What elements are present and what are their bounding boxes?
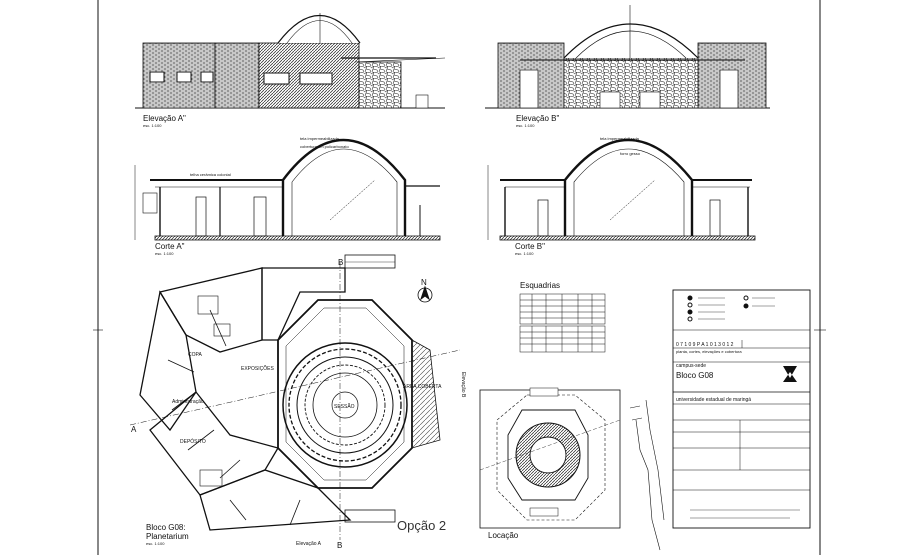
axis-b-label-bottom: B xyxy=(337,541,342,550)
svg-text:cobertura em policarbonato: cobertura em policarbonato xyxy=(300,144,349,149)
university-label: universidade estadual de maringá xyxy=(676,397,751,403)
block-label: Bloco G08 xyxy=(676,371,714,380)
plan-title: Bloco G08: xyxy=(146,523,186,532)
elevation-a: Elevação A" esc. 1:100 xyxy=(135,13,446,128)
room-copa: COPA xyxy=(188,352,202,358)
axis-a-label: A xyxy=(131,425,137,434)
plan-labels: EXPOSIÇÕES SESSÃO ÁREA COBERTA DEPÓSITO … xyxy=(131,258,466,550)
svg-text:esc. 1:100: esc. 1:100 xyxy=(155,251,174,256)
svg-text:forro gesso: forro gesso xyxy=(620,151,641,156)
svg-text:tela impermeabilizada: tela impermeabilizada xyxy=(300,136,340,141)
page-frame xyxy=(93,0,826,555)
room-administracao: Administração xyxy=(172,399,204,405)
esquadrias-table-2 xyxy=(519,325,606,353)
plan-subtitle: Planetarium xyxy=(146,532,189,541)
section-a-title: Corte A" xyxy=(155,242,185,251)
drawing-content: planta, cortes, elevações e cobertura xyxy=(676,349,742,354)
svg-text:tela impermeabilizada: tela impermeabilizada xyxy=(600,136,640,141)
option-label: Opção 2 xyxy=(397,518,446,533)
section-b-title: Corte B" xyxy=(515,242,545,251)
svg-text:esc. 1:100: esc. 1:100 xyxy=(516,123,535,128)
esquadrias-table-1 xyxy=(519,293,606,325)
section-a: tela impermeabilizada cobertura em polic… xyxy=(134,136,441,241)
drawing-code: 0 7 1 0 9 P A 1 0 1 3 0 1 2 xyxy=(676,342,734,348)
elevation-b-title: Elevação B" xyxy=(516,114,559,123)
elevation-b: Elevação B" esc. 1:100 xyxy=(485,5,770,128)
table-title: Esquadrias xyxy=(520,281,560,290)
elevation-b-marker: Elevação B xyxy=(460,372,466,398)
room-area-coberta: ÁREA COBERTA xyxy=(403,383,442,390)
room-deposito: DEPÓSITO xyxy=(180,438,206,445)
north-label: N xyxy=(421,278,427,287)
svg-text:esc. 1:100: esc. 1:100 xyxy=(143,123,162,128)
elevation-a-title: Elevação A" xyxy=(143,114,186,123)
location-title: Locação xyxy=(488,531,519,540)
location-plan xyxy=(479,387,665,551)
svg-text:esc. 1:100: esc. 1:100 xyxy=(515,251,534,256)
elevation-a-marker: Elevação A xyxy=(296,541,322,547)
svg-text:telha cerâmica colonial: telha cerâmica colonial xyxy=(190,172,231,177)
room-sessao: SESSÃO xyxy=(334,403,355,410)
floor-plan xyxy=(129,254,461,540)
title-block xyxy=(672,289,811,529)
svg-text:esc. 1:100: esc. 1:100 xyxy=(146,541,165,546)
north-arrow-icon xyxy=(417,285,433,303)
campus-label: campus-sede xyxy=(676,363,706,369)
axis-b-label-top: B xyxy=(338,258,343,267)
room-exposicoes: EXPOSIÇÕES xyxy=(241,365,274,372)
section-b: tela impermeabilizada forro gesso xyxy=(487,136,756,241)
